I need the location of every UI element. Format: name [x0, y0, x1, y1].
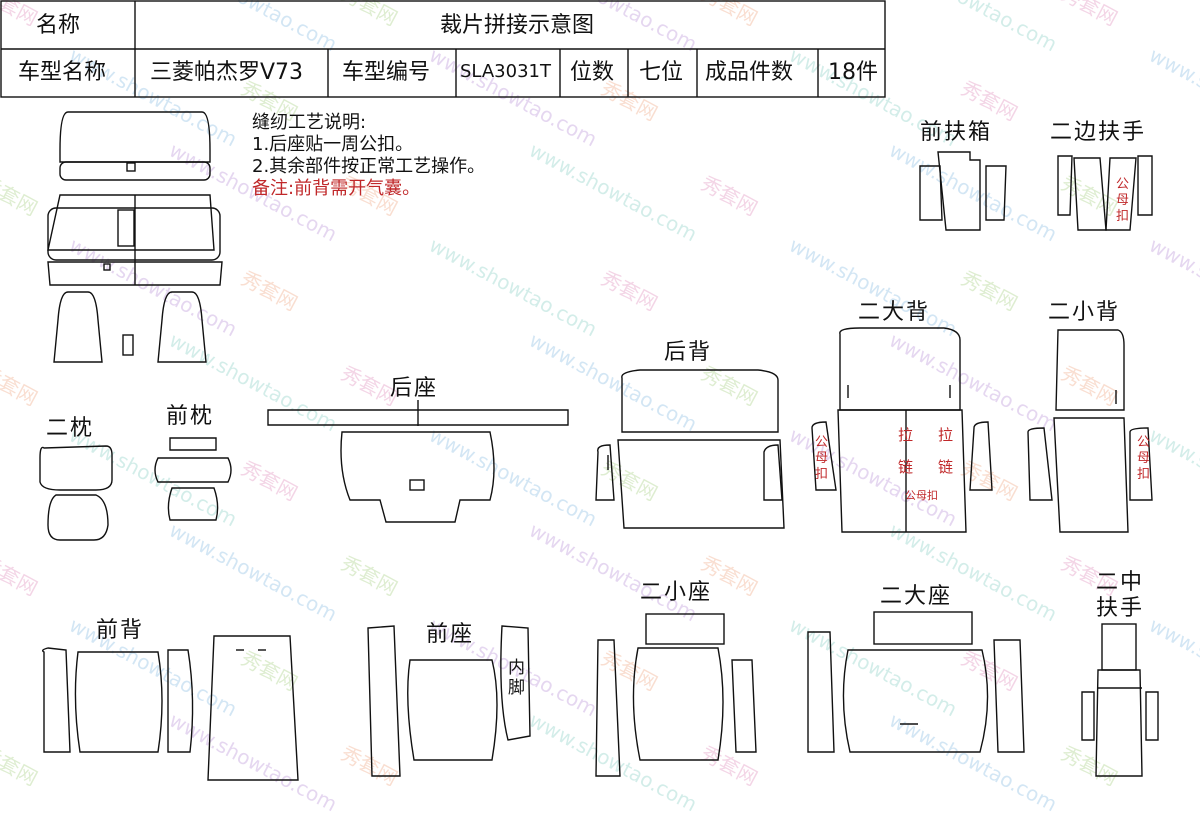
snap-label-large-back: 公母扣 [905, 489, 938, 502]
label-second-center-armrest-1: 二中 [1096, 570, 1145, 595]
piece-second-small-back [1027, 329, 1153, 533]
label-front-headrest: 前枕 [166, 404, 215, 429]
label-second-headrest: 二枕 [46, 416, 95, 441]
snap-buckle-armrest: 扣 [1116, 209, 1130, 224]
seats-label: 位数 [570, 60, 615, 85]
snap-buckle-small-back: 扣 [1137, 467, 1151, 482]
zipper-chain-left: 链 [898, 458, 914, 476]
model-code-label: 车型编号 [342, 60, 431, 85]
piece-front-armrest-box [919, 151, 1007, 231]
snap-male-small-back: 公 [1137, 435, 1151, 450]
notes-title: 缝纫工艺说明: [252, 112, 367, 133]
snap-buckle-left: 扣 [815, 467, 829, 482]
label-inner-leg-1: 内 [508, 658, 525, 678]
zipper-pull-left: 拉 [898, 426, 914, 444]
snap-female-armrest: 母 [1116, 193, 1130, 208]
piece-second-small-seat [595, 613, 757, 777]
notes-line-1: 1.后座贴一周公扣。 [252, 134, 414, 155]
label-second-large-back: 二大背 [858, 300, 931, 325]
piece-side-armrest [1057, 155, 1153, 231]
label-second-small-back: 二小背 [1048, 300, 1121, 325]
label-inner-leg-2: 脚 [508, 678, 525, 698]
label-rear-seat: 后座 [390, 376, 439, 401]
snap-female-left: 母 [815, 451, 829, 466]
label-front-seat: 前座 [426, 622, 475, 647]
overview-seat-layout [47, 111, 223, 363]
model-name-label: 车型名称 [18, 60, 107, 85]
piece-rear-back [595, 369, 785, 529]
snap-male-armrest: 公 [1116, 177, 1130, 192]
model-code: SLA3031T [460, 61, 551, 82]
label-second-center-armrest-2: 扶手 [1096, 596, 1145, 621]
label-front-back: 前背 [96, 618, 145, 643]
name-label: 名称 [36, 13, 81, 38]
label-front-armrest-box: 前扶箱 [920, 120, 993, 145]
piece-second-headrest [39, 445, 113, 541]
snap-male-left: 公 [815, 435, 829, 450]
snap-female-small-back: 母 [1137, 451, 1151, 466]
pieces-value: 18件 [828, 60, 878, 85]
piece-rear-seat [267, 400, 569, 523]
pieces-label: 成品件数 [705, 60, 794, 85]
diagram-title: 裁片拼接示意图 [440, 13, 595, 38]
piece-second-large-back [811, 327, 993, 533]
notes-line-2: 2.其余部件按正常工艺操作。 [252, 156, 486, 177]
piece-second-large-seat [807, 611, 1025, 753]
piece-front-back [41, 635, 299, 781]
piece-front-headrest [154, 437, 232, 521]
notes-remark: 备注:前背需开气囊。 [252, 178, 421, 199]
label-second-small-seat: 二小座 [640, 580, 713, 605]
label-second-large-seat: 二大座 [880, 584, 953, 609]
zipper-chain-right: 链 [938, 458, 954, 476]
piece-front-seat [367, 625, 531, 777]
label-rear-back: 后背 [664, 340, 713, 365]
seats-value: 七位 [639, 60, 684, 85]
label-side-armrest: 二边扶手 [1050, 120, 1147, 145]
zipper-pull-right: 拉 [938, 426, 954, 444]
model-name: 三菱帕杰罗V73 [150, 60, 304, 85]
piece-second-center-armrest [1081, 623, 1159, 777]
